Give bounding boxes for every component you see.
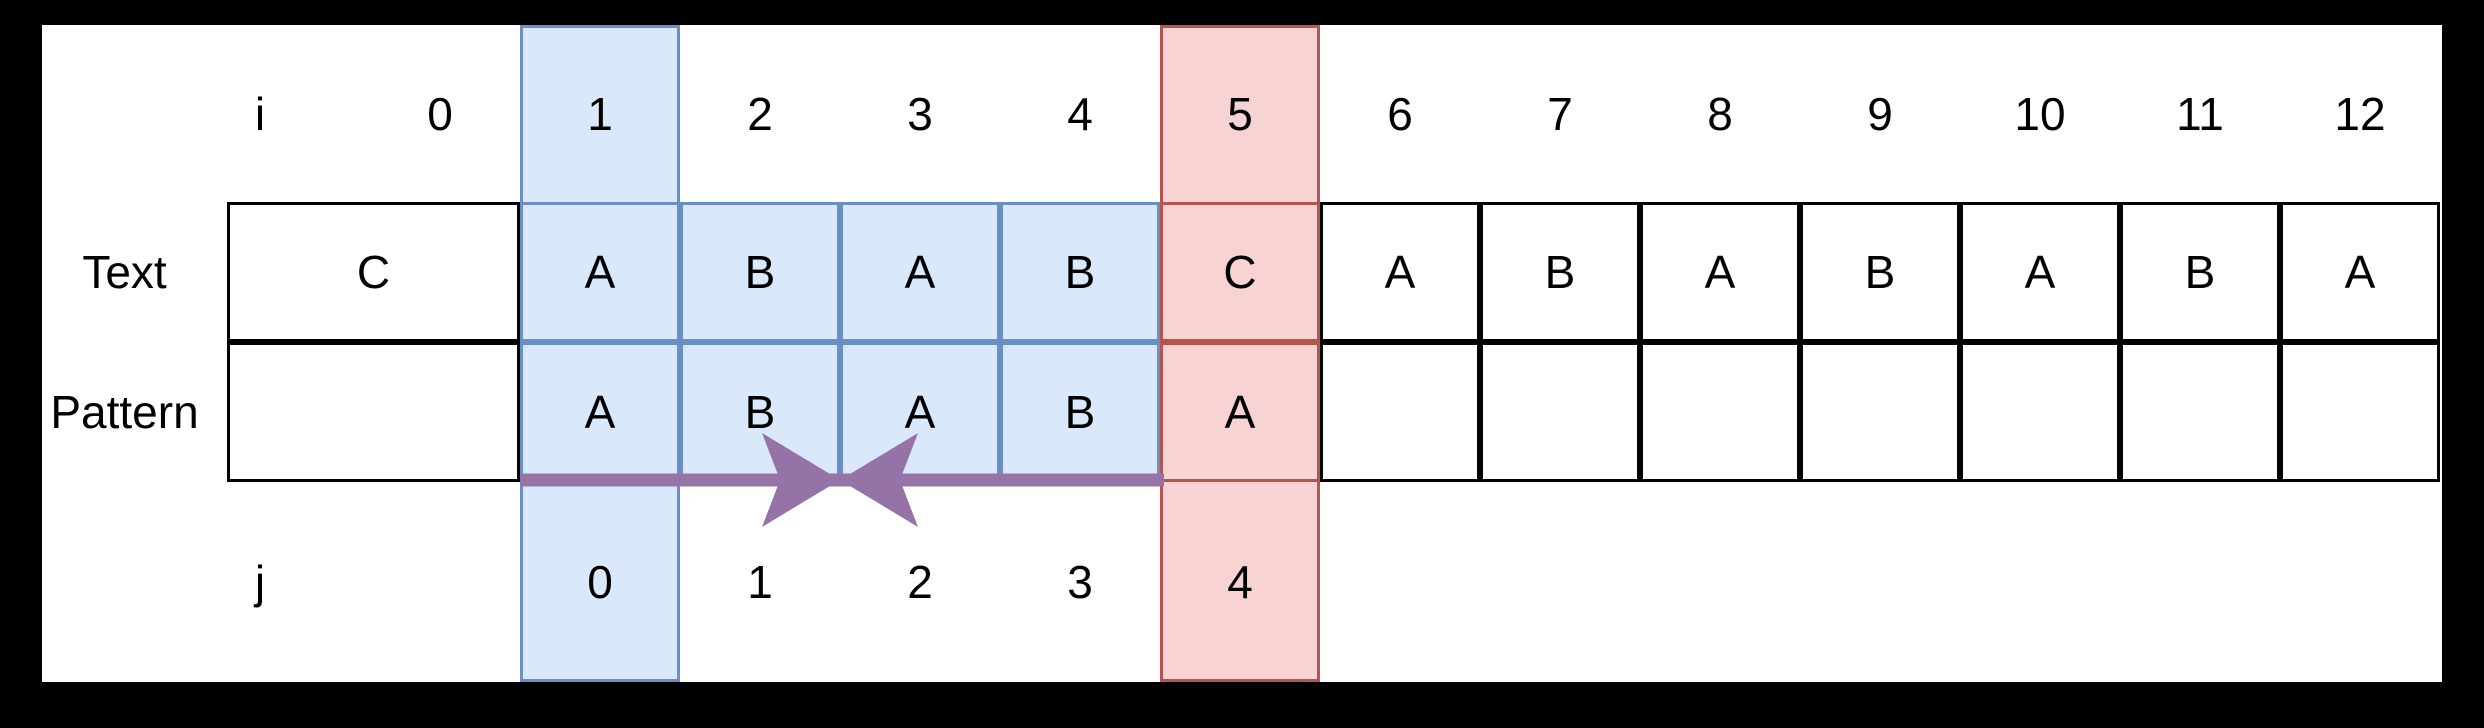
i-index-cell-7: 7 [1547, 87, 1573, 140]
text-cell-10: A [1960, 202, 2120, 342]
pattern-cell-9 [1800, 342, 1960, 482]
j-index-cell-0 [360, 482, 520, 682]
j-index-cell-7 [1480, 482, 1640, 682]
text-cell-6: A [1320, 202, 1480, 342]
pattern-cell-4: B [1000, 342, 1160, 482]
row-label-text: Text [82, 246, 167, 298]
j-index-cell-10 [1960, 482, 2120, 682]
text-cell-7: B [1480, 202, 1640, 342]
j-index-cell-11 [2120, 482, 2280, 682]
i-index-cell-12: 12 [2334, 87, 2386, 140]
j-index-cell-5: 4 [1227, 556, 1253, 608]
pattern-cell-8 [1640, 342, 1800, 482]
axis-label-i: i [254, 87, 266, 140]
pattern-cell-6 [1320, 342, 1480, 482]
text-cell-12: A [2280, 202, 2440, 342]
j-index-cell-12 [2280, 482, 2440, 682]
j-index-cell-9 [1800, 482, 1960, 682]
pattern-cell-12 [2280, 342, 2440, 482]
j-index-cell-4: 3 [1067, 556, 1093, 608]
text-cell-5: C [1160, 202, 1320, 342]
i-index-cell-0: 0 [427, 87, 453, 140]
pattern-cell-11 [2120, 342, 2280, 482]
j-index-cell-8 [1640, 482, 1800, 682]
i-index-cell-1: 1 [587, 87, 613, 140]
i-index-cell-4: 4 [1067, 87, 1093, 140]
pattern-cell-7 [1480, 342, 1640, 482]
text-cell-9: B [1800, 202, 1960, 342]
pattern-cell-0 [227, 342, 520, 482]
text-cell-0: C [227, 202, 520, 342]
j-index-cell-3: 2 [907, 556, 933, 608]
pattern-cell-2: B [680, 342, 840, 482]
pattern-cell-10 [1960, 342, 2120, 482]
text-cell-1: A [520, 202, 680, 342]
i-index-cell-9: 9 [1867, 87, 1893, 140]
text-cell-8: A [1640, 202, 1800, 342]
j-index-cell-6 [1320, 482, 1480, 682]
pattern-cell-5: A [1160, 342, 1320, 482]
pattern-cell-1: A [520, 342, 680, 482]
i-index-cell-2: 2 [747, 87, 773, 140]
i-index-cell-8: 8 [1707, 87, 1733, 140]
text-cell-4: B [1000, 202, 1160, 342]
i-index-cell-6: 6 [1387, 87, 1413, 140]
text-cell-2: B [680, 202, 840, 342]
i-index-cell-5: 5 [1227, 87, 1253, 140]
i-index-cell-10: 10 [2014, 87, 2066, 140]
text-cell-3: A [840, 202, 1000, 342]
i-index-cell-11: 11 [2176, 87, 2224, 140]
pattern-cell-3: A [840, 342, 1000, 482]
text-cell-11: B [2120, 202, 2280, 342]
j-index-cell-2: 1 [747, 556, 773, 608]
axis-label-j: j [254, 556, 266, 608]
i-index-cell-3: 3 [907, 87, 933, 140]
j-index-cell-1: 0 [587, 556, 613, 608]
row-label-pattern: Pattern [50, 386, 199, 438]
